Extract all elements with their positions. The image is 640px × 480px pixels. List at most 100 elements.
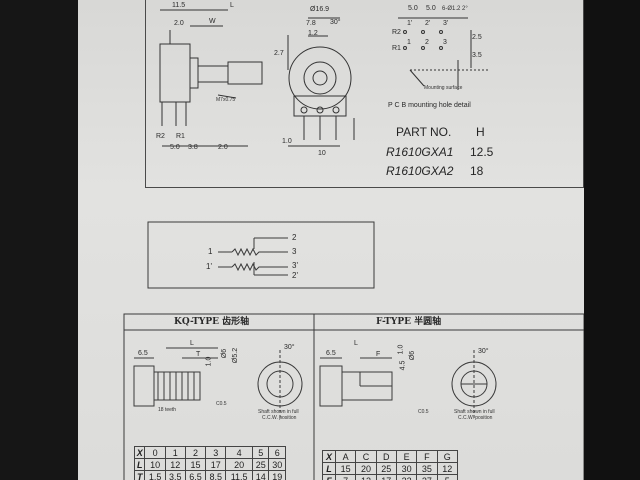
- schematic-pin-1p: 1': [206, 262, 212, 271]
- bushing-outline: [189, 57, 199, 89]
- pcb-dim-5-0-b: 5.0: [426, 5, 436, 12]
- pcb-pin-2: 2: [425, 39, 429, 46]
- pcb-pin-1: 1: [407, 39, 411, 46]
- table-cell: 1.5: [144, 470, 166, 480]
- pcb-pin-3p: 3': [443, 20, 449, 27]
- dim-3-8: 3.8: [188, 144, 198, 151]
- schematic-pin-3: 3: [292, 247, 297, 256]
- table-cell: 12: [355, 474, 377, 480]
- table-cell: L: [322, 462, 336, 475]
- dim-2-0-top: 2.0: [174, 20, 184, 27]
- f-spec-table: X A C D E F G L 15 20 25 30 35 12 F 7 12…: [322, 450, 459, 480]
- pcb-R1: R1: [392, 45, 401, 52]
- dim-7-8: 7.8: [306, 20, 316, 27]
- table-cell: 27: [416, 474, 438, 480]
- pcb-dim-5-0-a: 5.0: [408, 5, 418, 12]
- f-type-title: F-TYPE 半圆轴: [376, 317, 442, 327]
- dim-2-7: 2.7: [274, 50, 284, 57]
- f-note-2: C.C.W. position: [458, 415, 493, 421]
- pcb-dim-3-5: 3.5: [472, 52, 482, 59]
- table-cell: 30: [268, 458, 286, 471]
- table-row: F 7 12 17 22 27 5: [322, 474, 459, 480]
- kq-dim-dia5-2: Ø5.2: [232, 347, 240, 364]
- dim-5-0: 5.0: [170, 144, 180, 151]
- table-cell: G: [436, 450, 459, 463]
- kq-note-2: C.C.W. position: [262, 415, 297, 421]
- table-cell: 3: [205, 446, 227, 459]
- part-header-label: PART NO.: [396, 125, 452, 139]
- dim-dia-16-9: Ø16.9: [310, 6, 330, 13]
- background-left: [0, 0, 78, 480]
- dim-R1: R1: [176, 133, 185, 140]
- table-row: L 10 12 15 17 20 25 30: [133, 458, 286, 471]
- pcb-hole-spec: 6-Ø1.2 2°: [442, 6, 468, 12]
- pcb-mounting-surface: Mounting surface: [424, 85, 463, 91]
- f-dim-dia6: Ø6: [409, 350, 417, 361]
- pot-front-circle: [288, 46, 352, 110]
- table-cell: 25: [251, 458, 270, 471]
- table-cell: C: [355, 450, 377, 463]
- f-dim-1-0: 1.0: [397, 344, 405, 355]
- table-cell: 11.5: [225, 470, 253, 480]
- table-cell: 22: [395, 474, 418, 480]
- mechanical-drawing-box: [145, 0, 584, 188]
- shaft-outline: [197, 65, 229, 83]
- table-cell: 25: [375, 462, 397, 475]
- dim-1-2: 1.2: [308, 30, 318, 37]
- table-cell: 6.5: [184, 470, 207, 480]
- pcb-pin-2p: 2': [425, 20, 431, 27]
- f-dim-6-5: 6.5: [326, 350, 336, 357]
- f-dim-30-deg: 30°: [478, 348, 489, 355]
- dim-2-0-bottom: 2.0: [218, 144, 228, 151]
- table-cell: 2: [184, 446, 207, 459]
- schematic-pin-1: 1: [208, 247, 213, 256]
- table-cell: 0: [144, 446, 166, 459]
- table-cell: 5: [436, 474, 459, 480]
- table-cell: 8.5: [205, 470, 227, 480]
- part-row-1-value: 12.5: [470, 145, 494, 159]
- kq-dim-6-5: 6.5: [138, 350, 148, 357]
- f-dim-c0-5: C0.5: [418, 409, 429, 415]
- schematic-pin-3p: 3': [292, 261, 298, 270]
- table-cell: 14: [251, 470, 270, 480]
- f-dim-F: F: [376, 351, 381, 358]
- dim-1-0: 1.0: [282, 138, 292, 145]
- table-cell: X: [133, 446, 146, 459]
- pot-body-outline: [159, 43, 191, 103]
- table-cell: 17: [375, 474, 397, 480]
- schematic-pin-2p: 2': [292, 271, 298, 280]
- pcb-dim-2-5: 2.5: [472, 34, 482, 41]
- table-cell: X: [322, 450, 336, 463]
- kq-dim-c0-5: C0.5: [216, 401, 227, 407]
- table-cell: L: [133, 458, 146, 471]
- table-cell: 6: [268, 446, 286, 459]
- schematic-pin-2: 2: [292, 233, 297, 242]
- pcb-pin-1p: 1': [407, 20, 413, 27]
- schematic-box: [147, 221, 375, 289]
- table-row: X A C D E F G: [322, 450, 459, 463]
- table-cell: 12: [164, 458, 186, 471]
- dim-11-5: 11.5: [172, 2, 186, 9]
- dim-thread: M7x0.75: [216, 97, 236, 103]
- drawing-lines: [123, 9, 584, 480]
- pcb-title: P C B mounting hole detail: [388, 102, 471, 109]
- f-note-1: Shaft shown in full: [454, 409, 495, 415]
- dim-W: W: [209, 18, 216, 25]
- dim-30-deg: 30°: [330, 19, 341, 26]
- pcb-R2: R2: [392, 29, 401, 36]
- table-row: L 15 20 25 30 35 12: [322, 462, 459, 475]
- table-cell: 30: [395, 462, 418, 475]
- table-cell: 35: [416, 462, 438, 475]
- table-cell: 15: [184, 458, 207, 471]
- shaft-end-outline: [227, 61, 263, 85]
- shaft-options-box: [123, 313, 584, 480]
- kq-dim-30-deg: 30°: [284, 344, 295, 351]
- kq-dim-dia6: Ø6: [221, 348, 229, 359]
- table-cell: 20: [355, 462, 377, 475]
- part-row-2-value: 18: [470, 164, 484, 178]
- dim-R2: R2: [156, 133, 165, 140]
- table-cell: 15: [334, 462, 357, 475]
- table-cell: A: [334, 450, 357, 463]
- f-dim-4-5: 4.5: [399, 360, 407, 371]
- table-cell: F: [416, 450, 438, 463]
